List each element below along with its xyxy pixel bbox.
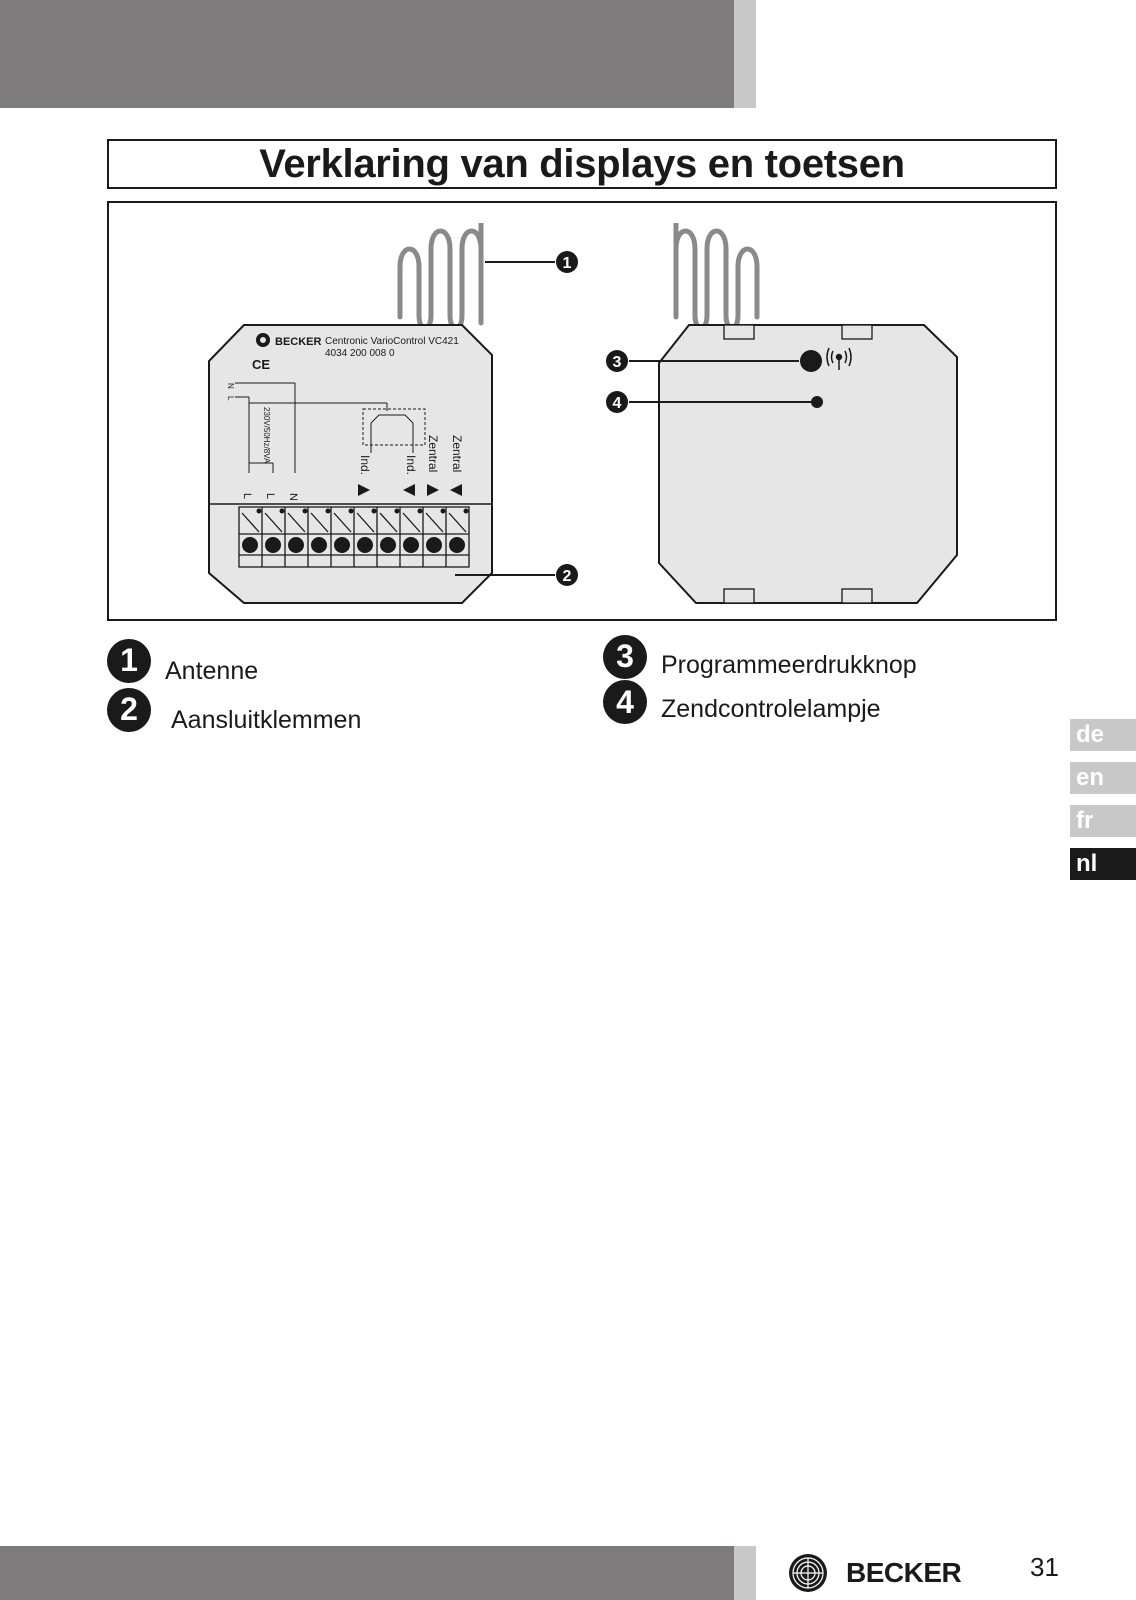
legend-label-programmeerdrukknop: Programmeerdrukknop [661, 651, 917, 679]
header-band-edge [734, 0, 756, 108]
terminal-n-label: N [287, 493, 299, 501]
ce-mark: CE [252, 357, 270, 372]
legend-number-1: 1 [107, 638, 151, 683]
terminal-screws [242, 508, 469, 553]
callout-3-badge [606, 350, 628, 372]
becker-logo-small [256, 333, 270, 347]
antenna-right [673, 228, 760, 331]
device-brand: BECKER [275, 336, 322, 348]
device-housing-right [658, 324, 958, 604]
becker-logo-icon [789, 1554, 827, 1592]
page-title: Verklaring van displays en toetsen [259, 141, 905, 186]
terminal-l2-label: L [264, 493, 276, 499]
label-zentral-2: Zentral [450, 435, 464, 472]
legend-label-aansluitklemmen: Aansluitklemmen [171, 706, 362, 734]
wire-n-label: N [226, 383, 235, 389]
legend-item-aansluitklemmen: 2 Aansluitklemmen [107, 684, 361, 735]
label-ind-2: Ind. [404, 455, 418, 475]
header-band [0, 0, 734, 108]
legend-item-zendcontrolelampje: 4 Zendcontrolelampje [603, 680, 881, 724]
lang-tab-en[interactable]: en [1070, 762, 1136, 794]
legend-item-antenne: 1 Antenne [107, 635, 258, 686]
device-diagram: 1 BECKER Centronic VarioControl VC421 40… [208, 223, 958, 604]
callout-4-label: 4 [613, 395, 622, 412]
callout-2-label: 2 [563, 568, 572, 585]
legend-label-zendcontrolelampje: Zendcontrolelampje [661, 694, 881, 723]
antenna-left [397, 228, 484, 331]
device-model: Centronic VarioControl VC421 [325, 336, 459, 347]
lang-tab-fr[interactable]: fr [1070, 805, 1136, 837]
lang-tab-de[interactable]: de [1070, 719, 1136, 751]
label-ind-1: Ind. [358, 455, 372, 475]
terminal-blocks [238, 506, 470, 568]
lang-tab-nl[interactable]: nl [1070, 848, 1136, 880]
footer-band-edge [734, 1546, 756, 1600]
rating-label: 230V/50Hz/8VA [262, 407, 271, 464]
page-number: 31 [1030, 1552, 1059, 1582]
callout-1-badge [556, 251, 578, 273]
label-zentral-1: Zentral [426, 435, 440, 472]
radio-signal-icon [826, 347, 852, 370]
legend-item-programmeerdrukknop: 3 Programmeerdrukknop [603, 633, 917, 680]
callout-3-label: 3 [613, 354, 622, 371]
legend-number-4: 4 [603, 680, 647, 724]
device-article: 4034 200 008 0 [325, 348, 395, 359]
footer-brand: BECKER [788, 1546, 962, 1600]
callout-4-badge [606, 391, 628, 413]
wire-l-label: L [226, 396, 235, 401]
direction-arrows [358, 484, 462, 496]
legend-number-3: 3 [603, 634, 647, 679]
legend-number-2: 2 [107, 687, 151, 732]
legend-label-antenne: Antenne [165, 657, 259, 685]
callout-2-badge [556, 564, 578, 586]
wiring-schematic [235, 382, 426, 473]
program-button[interactable] [800, 350, 822, 372]
footer-band [0, 1546, 734, 1600]
footer-brand-name: BECKER [846, 1557, 962, 1588]
device-figure: 1 BECKER Centronic VarioControl VC421 40… [107, 201, 1057, 621]
transmit-led [811, 396, 823, 408]
callout-1-label: 1 [563, 255, 572, 272]
mounting-tabs [723, 324, 873, 604]
terminal-l1-label: L [241, 493, 253, 499]
title-box: Verklaring van displays en toetsen [107, 139, 1057, 189]
